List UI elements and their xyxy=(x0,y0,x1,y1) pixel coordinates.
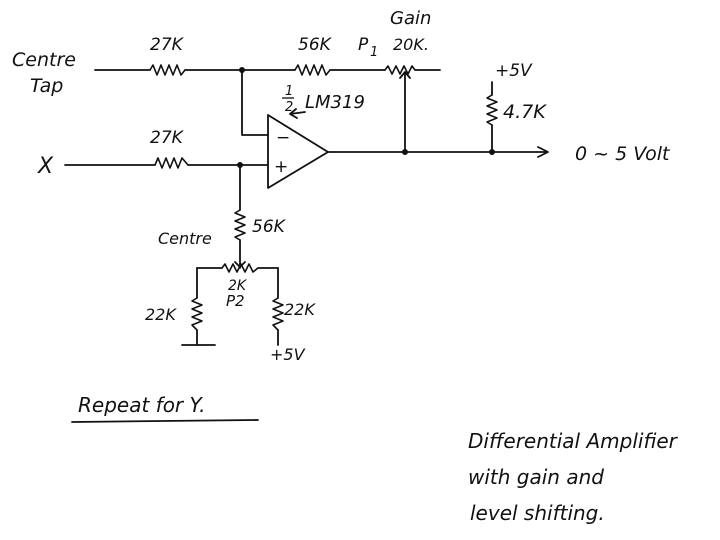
p2-wiper-arrow-icon xyxy=(234,261,246,268)
caption-line-2: with gain and xyxy=(468,465,604,489)
output-arrow-icon xyxy=(537,146,549,158)
supply-bottom-label: +5V xyxy=(270,345,306,364)
gain-label: Gain xyxy=(390,8,431,29)
centre-tap-label-line1: Centre xyxy=(12,49,76,71)
resistor-22k-left xyxy=(191,297,203,331)
wires xyxy=(64,69,546,346)
junction-dot-output xyxy=(489,149,495,155)
resistor-27k-top xyxy=(149,64,186,76)
opamp-fraction-denominator: 2 xyxy=(285,100,293,115)
resistor-22k-right xyxy=(272,297,284,331)
junction-dot-top xyxy=(239,67,245,73)
potentiometer-p1 xyxy=(384,65,416,75)
resistor-56k-feedback xyxy=(294,64,331,76)
resistor-22k-left-label: 22K xyxy=(145,305,177,324)
resistor-4-7k-pullup xyxy=(486,94,498,126)
repeat-note: Repeat for Y. xyxy=(78,393,206,417)
p1-name-label: P xyxy=(358,35,369,55)
p2-name-label: P2 xyxy=(226,292,245,310)
centre-label: Centre xyxy=(158,229,212,248)
resistor-27k-x xyxy=(154,157,189,169)
p2-value-label: 2K xyxy=(228,278,248,294)
resistor-56k-bias-label: 56K xyxy=(252,217,287,237)
junction-dot-plus xyxy=(237,162,243,168)
opamp-plus-label: + xyxy=(274,157,288,177)
opamp-fraction-numerator: 1 xyxy=(285,84,293,99)
caption-line-1: Differential Amplifier xyxy=(468,429,679,453)
output-range-label: 0 ~ 5 Volt xyxy=(575,143,671,165)
p1-subscript-label: 1 xyxy=(370,45,378,60)
junction-dots xyxy=(237,67,495,168)
caption-line-3: level shifting. xyxy=(470,501,605,525)
p1-wiper-arrow-icon xyxy=(399,71,411,79)
potentiometer-p2 xyxy=(221,263,259,273)
pullup-resistor-label: 4.7K xyxy=(503,101,547,123)
opamp-minus-label: − xyxy=(276,128,290,148)
resistor-22k-right-label: 22K xyxy=(284,300,316,319)
junction-dot-feedback xyxy=(402,149,408,155)
resistor-56k-feedback-label: 56K xyxy=(298,35,333,55)
p1-value-label: 20K. xyxy=(393,35,429,54)
repeat-note-underline xyxy=(71,419,259,423)
resistor-27k-x-label: 27K xyxy=(150,128,185,148)
resistor-56k-bias xyxy=(234,209,246,241)
supply-top-label: +5V xyxy=(495,61,533,81)
opamp-triangle xyxy=(267,114,329,189)
resistor-27k-top-label: 27K xyxy=(150,35,185,55)
input-x-label: X xyxy=(37,154,54,179)
opamp-part-label: LM319 xyxy=(305,92,365,113)
opamp-part-pointer-arrow-icon xyxy=(289,108,306,119)
centre-tap-label-line2: Tap xyxy=(30,75,63,97)
